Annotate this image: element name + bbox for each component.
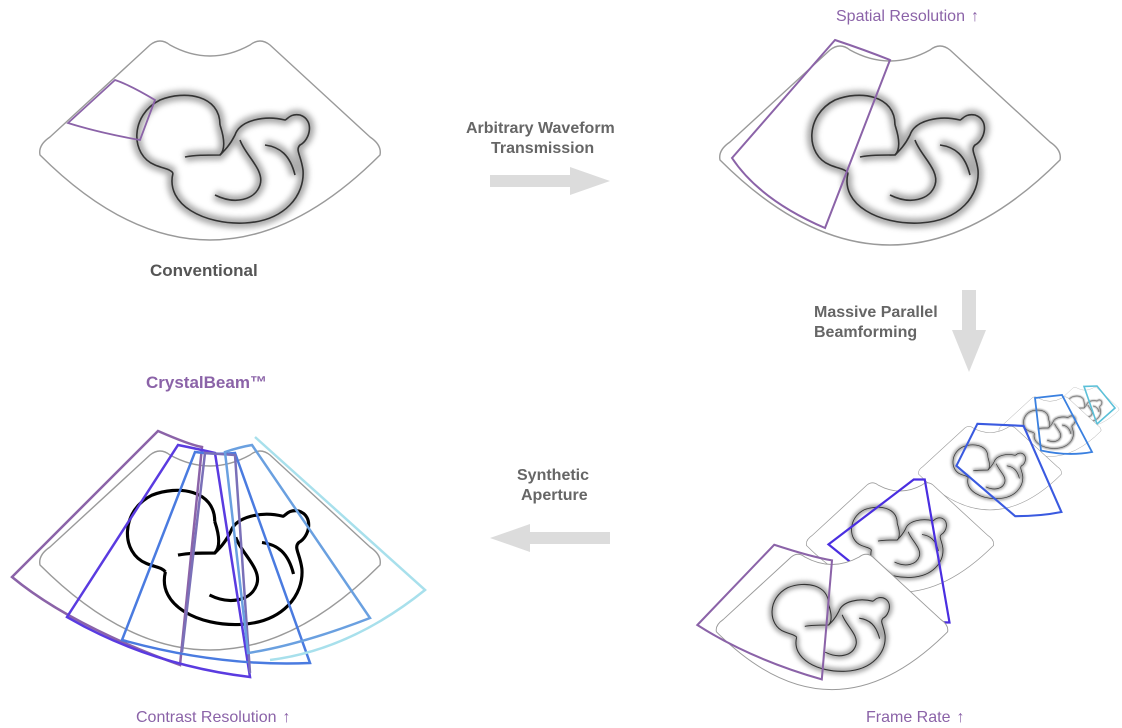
conventional-label: Conventional xyxy=(150,261,258,280)
spatial-resolution-label: Spatial Resolution ↑ xyxy=(836,7,979,27)
step1-line2: Transmission xyxy=(491,140,595,157)
up-arrow-icon: ↑ xyxy=(970,8,979,25)
wide-beam-outline xyxy=(730,38,892,230)
frame-stack xyxy=(695,385,1120,691)
frame-rate-text: Frame Rate xyxy=(866,709,951,726)
spatial-resolution-text: Spatial Resolution xyxy=(836,8,965,25)
step2-line2: Beamforming xyxy=(814,324,918,341)
left-arrow xyxy=(490,524,610,552)
narrow-beam-outline xyxy=(66,78,157,142)
step1-line1: Arbitrary Waveform xyxy=(466,120,615,137)
right-arrow xyxy=(490,167,610,195)
up-arrow-icon: ↑ xyxy=(956,709,965,726)
step2-line1: Massive Parallel xyxy=(814,304,938,321)
crystalbeam-title: CrystalBeam™ xyxy=(146,373,267,392)
spatial-sector xyxy=(719,38,1061,246)
crystalbeam-sector xyxy=(10,429,427,679)
contrast-resolution-label: Contrast Resolution ↑ xyxy=(136,708,291,728)
conventional-sector xyxy=(39,40,381,241)
step3-line1: Synthetic xyxy=(517,467,590,484)
down-arrow xyxy=(952,290,986,372)
frame-rate-label: Frame Rate ↑ xyxy=(866,708,964,728)
contrast-resolution-text: Contrast Resolution xyxy=(136,709,277,726)
up-arrow-icon: ↑ xyxy=(282,709,291,726)
step3-line2: Aperture xyxy=(521,487,588,504)
